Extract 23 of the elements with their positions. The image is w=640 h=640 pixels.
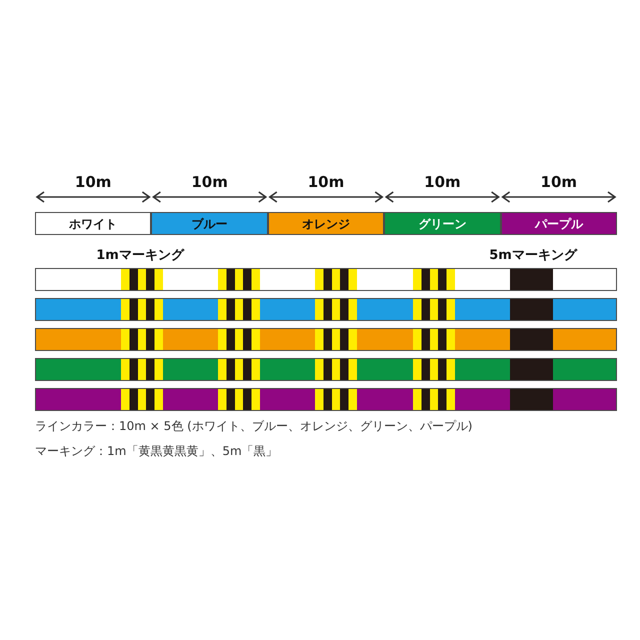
color-segment	[384, 212, 501, 235]
color-label: グリーン	[418, 216, 466, 230]
color-label: ブルー	[192, 216, 228, 230]
color-segment	[35, 212, 152, 235]
dimension-label: 10m	[540, 174, 578, 191]
line-strip	[35, 268, 617, 291]
line-strip	[35, 358, 617, 381]
dimension-label: 10m	[74, 174, 112, 191]
marking-label: 1mマーキング	[96, 248, 184, 263]
color-segment	[268, 212, 384, 235]
color-label: パープル	[534, 216, 583, 230]
line-strip	[35, 388, 617, 411]
dimension-label: 10m	[308, 174, 344, 191]
dimension-label: 10m	[424, 174, 461, 191]
dimension-label: 10m	[191, 174, 228, 191]
marking-label: 5mマーキング	[489, 248, 577, 263]
color-label: ホワイト	[69, 216, 118, 230]
color-segment	[500, 212, 617, 235]
line-strip	[35, 328, 617, 351]
color-label: オレンジ	[302, 216, 350, 230]
color-segment	[151, 212, 268, 235]
line-strip	[35, 298, 617, 321]
note-text: マーキング：1m「黄黒黄黒黄」、5m「黒」	[35, 444, 278, 458]
